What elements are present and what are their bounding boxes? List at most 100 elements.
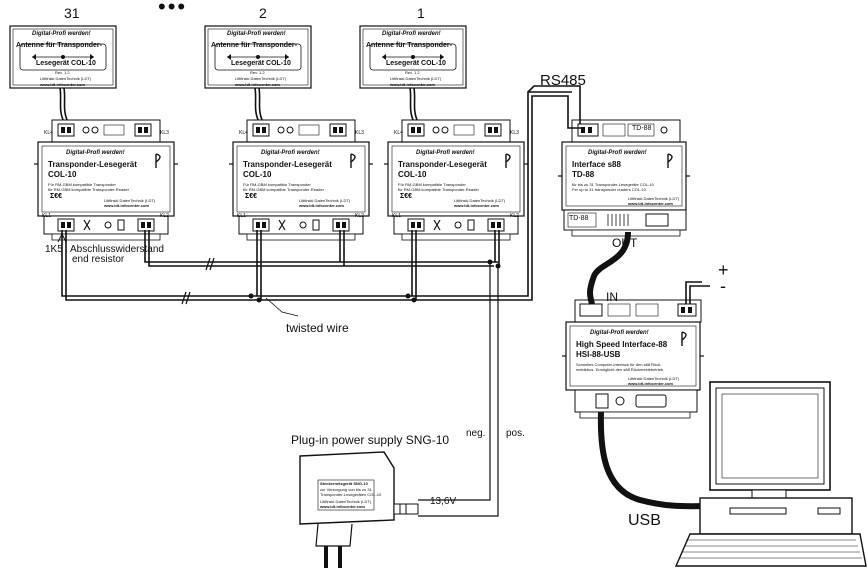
col10-kl1: KL1 bbox=[392, 213, 401, 219]
psu-line1: Steckernetzgerät SNG-10 bbox=[320, 481, 368, 486]
usb-label: USB bbox=[628, 512, 661, 529]
psu-title-label: Plug-in power supply SNG-10 bbox=[291, 433, 450, 447]
td88-badge2: TD-88 bbox=[569, 215, 589, 222]
col10-brand: Digital-Profi werden! bbox=[66, 150, 125, 156]
td88-url: www.ldt-infocenter.com bbox=[628, 201, 673, 206]
module-index-31: 31 bbox=[64, 5, 80, 21]
col10-kl3: KL3 bbox=[355, 130, 364, 136]
td88-model: TD-88 bbox=[572, 170, 595, 179]
td88-desc1: für bis zu 31 Transponder-Lesegeräte COL… bbox=[572, 182, 654, 187]
col10-desc1: Für RM-GBM kompatible Transponder bbox=[243, 182, 311, 187]
td88-badge: TD-88 bbox=[632, 125, 652, 132]
module-index-2: 2 bbox=[259, 5, 267, 21]
col10-kl4: KL4 bbox=[394, 130, 403, 136]
td88-brand: Digital-Profi werden! bbox=[588, 150, 647, 156]
col10-desc2: für RM-GBM kompatible Transponder-Reader bbox=[398, 187, 479, 192]
col10-module-2 bbox=[228, 119, 374, 241]
col10-kl2: KL2 bbox=[355, 213, 364, 219]
col10-kl2: KL2 bbox=[510, 213, 519, 219]
td88-desc2: Fer up to 31 transponder readers COL-10 bbox=[572, 187, 646, 192]
col10-title: Transponder-Lesegerät bbox=[243, 160, 332, 169]
antenna-cables bbox=[59, 87, 419, 123]
col10-desc1: Für RM-GBM kompatible Transponder bbox=[48, 182, 116, 187]
antenna-title-line1: Antenne für Transponder- bbox=[211, 42, 297, 49]
hsi-model: HSI-88-USB bbox=[576, 350, 621, 359]
plus-label: + bbox=[718, 260, 729, 280]
col10-brand: Digital-Profi werden! bbox=[416, 150, 475, 156]
antenna-url: www.ldt-infocenter.com bbox=[40, 82, 85, 87]
antenna-brand: Digital-Profi werden! bbox=[32, 31, 91, 37]
antenna-rev: Rev. 1.2 bbox=[55, 70, 70, 75]
psu-maker: Littfinski DatenTechnik (LDT) bbox=[320, 499, 372, 504]
antenna-footer: Littfinski DatenTechnik (LDT) bbox=[390, 76, 442, 81]
twisted-wire-label: twisted wire bbox=[286, 321, 349, 335]
col10-kl2: KL2 bbox=[160, 213, 169, 219]
power-supply-icon bbox=[299, 451, 419, 568]
antenna-title-line1: Antenne für Transponder- bbox=[366, 42, 452, 49]
col10-url: www.ldt-infocenter.com bbox=[104, 203, 149, 208]
hsi-desc1: Schnelles Computer-Interface für den s88… bbox=[576, 362, 662, 367]
psu-line2: zur Versorgung von bis zu 31 bbox=[320, 487, 372, 492]
col10-maker: Littfinski DatenTechnik (LDT) bbox=[104, 198, 156, 203]
td88-title: Interface s88 bbox=[572, 160, 621, 169]
hsi-brand: Digital-Profi werden! bbox=[590, 330, 649, 336]
hsi-desc2: meldebus. Ermöglicht den s88 Rückmeldebe… bbox=[576, 367, 665, 372]
neg-label: neg. bbox=[466, 428, 486, 439]
antenna-url: www.ldt-infocenter.com bbox=[235, 82, 280, 87]
col10-kl1: KL1 bbox=[42, 213, 51, 219]
td88-module bbox=[558, 119, 690, 237]
resistor-value-label: 1K5 bbox=[45, 244, 63, 255]
col10-kl4: KL4 bbox=[44, 130, 53, 136]
in-label: IN bbox=[606, 290, 618, 304]
resistor-en-label: end resistor bbox=[72, 254, 125, 265]
col10-title: Transponder-Lesegerät bbox=[398, 160, 487, 169]
pos-label: pos. bbox=[506, 428, 525, 439]
ellipsis-indicator: ••• bbox=[158, 0, 188, 19]
psu-url: www.ldt-infocenter.com bbox=[320, 504, 365, 509]
antenna-rev: Rev. 1.2 bbox=[405, 70, 420, 75]
col10-url: www.ldt-infocenter.com bbox=[454, 203, 499, 208]
col10-maker: Littfinski DatenTechnik (LDT) bbox=[454, 198, 506, 203]
col10-kl3: KL3 bbox=[510, 130, 519, 136]
col10-model: COL-10 bbox=[48, 170, 77, 179]
col10-desc1: Für RM-GBM kompatible Transponder bbox=[398, 182, 466, 187]
antenna-footer: Littfinski DatenTechnik (LDT) bbox=[235, 76, 287, 81]
col10-desc2: für RM-GBM kompatible Transponder-Reader bbox=[48, 187, 129, 192]
computer-icon bbox=[674, 381, 867, 567]
antenna-footer: Littfinski DatenTechnik (LDT) bbox=[40, 76, 92, 81]
hsi-url: www.ldt-infocenter.com bbox=[628, 381, 673, 386]
col10-model: COL-10 bbox=[398, 170, 427, 179]
antenna-brand: Digital-Profi werden! bbox=[382, 31, 441, 37]
col10-title: Transponder-Lesegerät bbox=[48, 160, 137, 169]
col10-desc2: für RM-GBM kompatible Transponder-Reader bbox=[243, 187, 324, 192]
rs485-label: RS485 bbox=[540, 72, 586, 89]
psu-line3: Transponder-Lesegeräten COL-10 bbox=[320, 492, 382, 497]
antenna-rev: Rev. 1.2 bbox=[250, 70, 265, 75]
col10-model: COL-10 bbox=[243, 170, 272, 179]
col10-kl1: KL1 bbox=[237, 213, 246, 219]
col10-module-31 bbox=[33, 119, 179, 241]
col10-kl4: KL4 bbox=[239, 130, 248, 136]
col10-maker: Littfinski DatenTechnik (LDT) bbox=[299, 198, 351, 203]
rs485-bus bbox=[61, 85, 581, 301]
voltage-label: 13,6V bbox=[430, 496, 457, 507]
col10-kl3: KL3 bbox=[160, 130, 169, 136]
module-index-1: 1 bbox=[417, 5, 425, 21]
out-label: OUT bbox=[612, 236, 638, 250]
antenna-title-line2: Lesegerät COL-10 bbox=[386, 60, 446, 67]
antenna-url: www.ldt-infocenter.com bbox=[390, 82, 435, 87]
col10-module-1 bbox=[383, 119, 529, 241]
hsi-maker: Littfinski DatenTechnik (LDT) bbox=[628, 376, 680, 381]
antenna-title-line1: Antenne für Transponder- bbox=[16, 42, 102, 49]
col10-brand: Digital-Profi werden! bbox=[261, 150, 320, 156]
minus-label: - bbox=[720, 276, 726, 296]
antenna-brand: Digital-Profi werden! bbox=[227, 31, 286, 37]
antenna-title-line2: Lesegerät COL-10 bbox=[231, 60, 291, 67]
td88-maker: Littfinski DatenTechnik (LDT) bbox=[628, 196, 680, 201]
antenna-title-line2: Lesegerät COL-10 bbox=[36, 60, 96, 67]
resistor-de-label: Abschlusswiderstand bbox=[70, 244, 164, 255]
col10-url: www.ldt-infocenter.com bbox=[299, 203, 344, 208]
hsi-title: High Speed Interface-88 bbox=[576, 340, 668, 349]
hsi88-module bbox=[562, 299, 704, 419]
